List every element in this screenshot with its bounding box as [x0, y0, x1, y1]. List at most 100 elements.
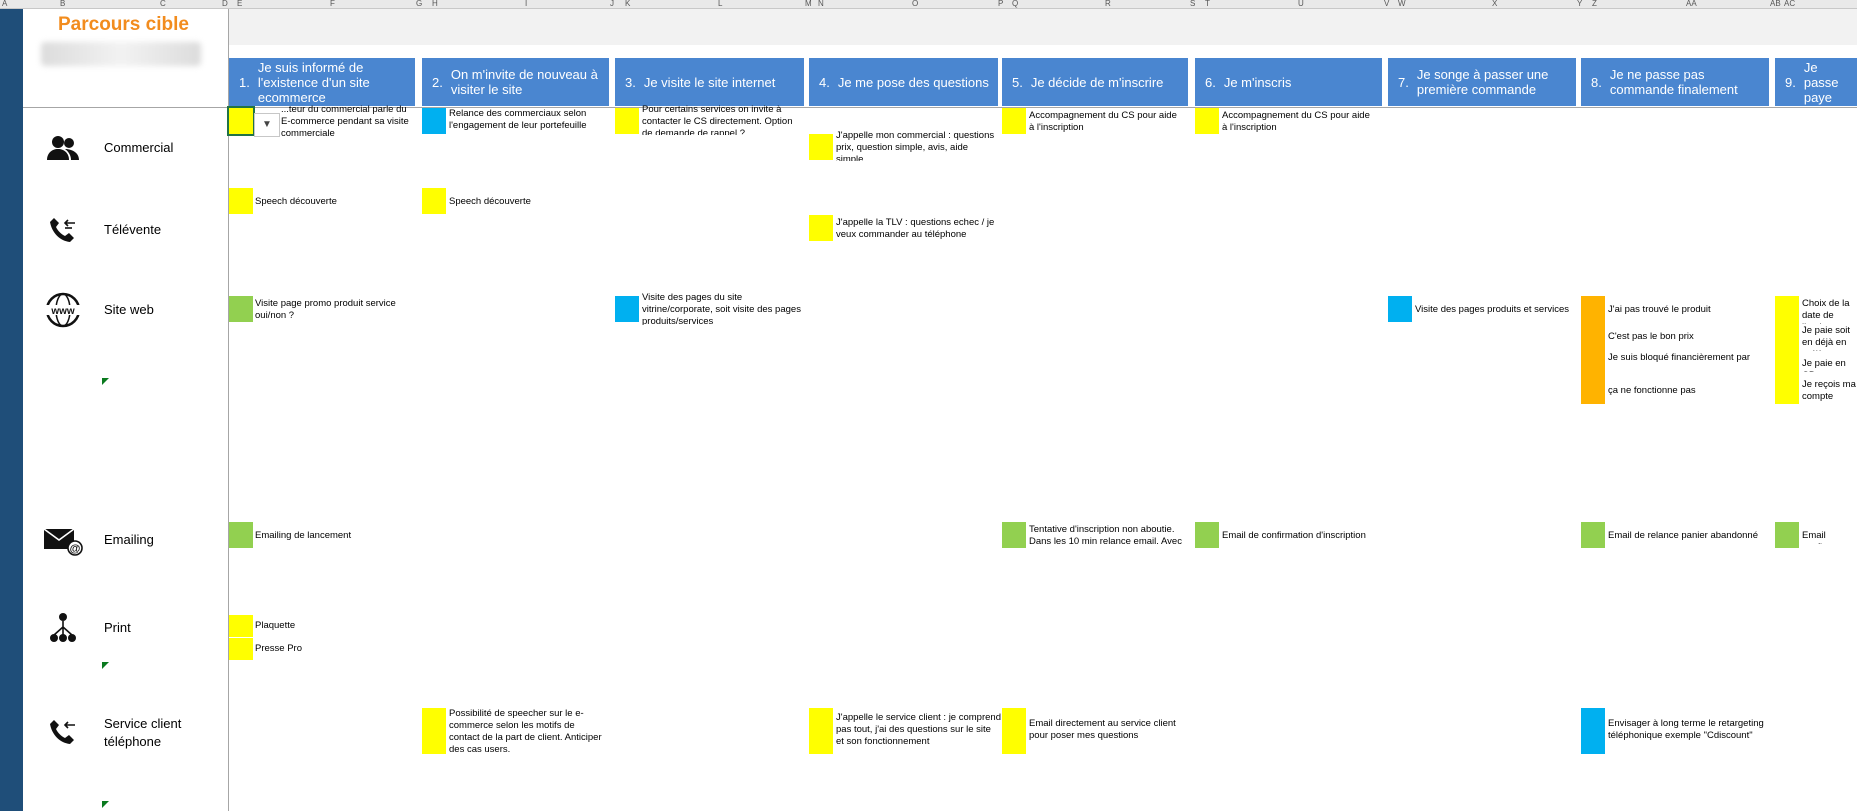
- sticky-note-yellow[interactable]: [1002, 108, 1026, 134]
- stage-header-9[interactable]: 9.Je passe paye: [1775, 58, 1857, 106]
- stage-label: Je ne passe pas commande finalement: [1609, 67, 1738, 97]
- stage-num: 7.: [1398, 74, 1409, 90]
- col-header[interactable]: S: [1190, 0, 1196, 8]
- col-header[interactable]: AA: [1686, 0, 1697, 8]
- col-header[interactable]: W: [1398, 0, 1406, 8]
- sticky-note-yellow[interactable]: [227, 106, 255, 136]
- note-text: Pour certains services on invite à conta…: [642, 104, 793, 135]
- channel-label: Télévente: [104, 222, 162, 237]
- sticky-note-green[interactable]: [1002, 522, 1026, 548]
- sticky-note-yellow[interactable]: [229, 638, 253, 660]
- blurred-logo: [41, 42, 201, 66]
- col-header[interactable]: D: [222, 0, 228, 8]
- sticky-note-yellow[interactable]: [1002, 708, 1026, 754]
- col-header[interactable]: X: [1492, 0, 1498, 8]
- col-header[interactable]: A: [2, 0, 8, 8]
- note-text: Presse Pro: [255, 643, 302, 654]
- stage-header-6[interactable]: 6.Je m'inscris: [1195, 58, 1382, 106]
- note-text: ça ne fonctionne pas: [1608, 385, 1696, 396]
- title-area: Parcours cible: [23, 9, 228, 107]
- col-header[interactable]: H: [432, 0, 438, 8]
- col-header[interactable]: AB: [1770, 0, 1781, 8]
- col-header[interactable]: G: [416, 0, 423, 8]
- col-header[interactable]: K: [625, 0, 631, 8]
- stage-header-7[interactable]: 7.Je songe à passer une première command…: [1388, 58, 1576, 106]
- stage-num: 1.: [239, 74, 250, 90]
- note-text: Emailing de lancement: [255, 530, 352, 541]
- col-header[interactable]: Q: [1012, 0, 1019, 8]
- col-header[interactable]: R: [1105, 0, 1111, 8]
- sticky-note-green[interactable]: [1581, 522, 1605, 548]
- sticky-note-yellow[interactable]: [809, 134, 833, 160]
- col-header[interactable]: M: [805, 0, 812, 8]
- comment-indicator[interactable]: [102, 662, 109, 669]
- svg-text:www: www: [50, 306, 75, 317]
- stage-header-2[interactable]: 2.On m'invite de nouveau à visiter le si…: [422, 58, 609, 106]
- col-header[interactable]: N: [818, 0, 824, 8]
- channel-emailing: @ Emailing: [23, 520, 228, 560]
- print-network-icon: [41, 608, 85, 648]
- sticky-note-yellow[interactable]: [809, 215, 833, 241]
- stage-num: 9.: [1785, 74, 1796, 90]
- note-text: C'est pas le bon prix: [1608, 331, 1694, 342]
- sticky-note-orange[interactable]: [1581, 296, 1605, 404]
- page-title: Parcours cible: [58, 14, 189, 35]
- col-header[interactable]: I: [525, 0, 528, 8]
- channel-site-web: www Site web: [23, 290, 228, 330]
- sticky-note-green[interactable]: [229, 296, 253, 322]
- sticky-note-yellow[interactable]: [229, 615, 253, 637]
- note-text: Je suis bloqué financièrement par: [1608, 352, 1751, 363]
- sticky-note-yellow[interactable]: [229, 188, 253, 214]
- col-header[interactable]: Z: [1592, 0, 1597, 8]
- note-text: Visite des pages du site vitrine/corpora…: [642, 292, 801, 325]
- note-text: Visite des pages produits et services: [1415, 304, 1570, 315]
- stage-num: 2.: [432, 74, 443, 90]
- note-text: Email confirm: [1802, 530, 1833, 544]
- note-text: Accompagnement du CS pour aide à l'inscr…: [1222, 110, 1370, 133]
- stage-header-1[interactable]: 1. Je suis informé de l'existence d'un si…: [229, 58, 415, 106]
- sticky-note-yellow[interactable]: [1775, 296, 1799, 404]
- sticky-note-green[interactable]: [229, 522, 253, 548]
- note-text: Je paie soit en déjà en prélèv: [1802, 325, 1851, 351]
- comment-indicator[interactable]: [102, 378, 109, 385]
- comment-indicator[interactable]: [102, 801, 109, 808]
- www-globe-icon: www: [41, 290, 85, 330]
- sticky-note-yellow[interactable]: [422, 188, 446, 214]
- channel-televente: Télévente: [23, 210, 228, 250]
- col-header[interactable]: E: [237, 0, 243, 8]
- sticky-note-blue[interactable]: [422, 108, 446, 134]
- sticky-note-yellow[interactable]: [422, 708, 446, 754]
- stage-header-8[interactable]: 8.Je ne passe pas commande finalement: [1581, 58, 1769, 106]
- sticky-note-blue[interactable]: [615, 296, 639, 322]
- col-header[interactable]: F: [330, 0, 335, 8]
- col-header[interactable]: T: [1205, 0, 1210, 8]
- sticky-note-yellow[interactable]: [615, 108, 639, 134]
- stage-header-4[interactable]: 4.Je me pose des questions: [809, 58, 998, 106]
- col-header[interactable]: P: [998, 0, 1004, 8]
- dropdown-arrow-button[interactable]: ▼: [254, 113, 280, 137]
- stage-header-3[interactable]: 3.Je visite le site internet: [615, 58, 804, 106]
- col-header[interactable]: U: [1298, 0, 1304, 8]
- col-header[interactable]: Y: [1577, 0, 1583, 8]
- sticky-note-yellow[interactable]: [1195, 108, 1219, 134]
- stage-num: 4.: [819, 74, 830, 90]
- stage-num: 3.: [625, 74, 636, 90]
- note-text: Envisager à long terme le retargeting té…: [1608, 718, 1764, 741]
- sticky-note-green[interactable]: [1195, 522, 1219, 548]
- note-text: Choix de la date de livraison.: [1802, 298, 1850, 324]
- col-header[interactable]: J: [610, 0, 614, 8]
- stage-label: Je suis informé de l'existence d'un site…: [257, 59, 370, 105]
- note-text: Relance des commerciaux selon l'engageme…: [449, 108, 587, 131]
- col-header[interactable]: B: [60, 0, 66, 8]
- col-header[interactable]: AC: [1784, 0, 1796, 8]
- col-header[interactable]: L: [718, 0, 723, 8]
- sticky-note-blue[interactable]: [1581, 708, 1605, 754]
- col-header[interactable]: C: [160, 0, 166, 8]
- sticky-note-yellow[interactable]: [809, 708, 833, 754]
- stage-header-5[interactable]: 5.Je décide de m'inscrire: [1002, 58, 1188, 106]
- col-header[interactable]: O: [912, 0, 919, 8]
- sticky-note-blue[interactable]: [1388, 296, 1412, 322]
- col-header[interactable]: V: [1384, 0, 1390, 8]
- note-text: Visite page promo produit service oui/no…: [255, 298, 396, 321]
- sticky-note-green[interactable]: [1775, 522, 1799, 548]
